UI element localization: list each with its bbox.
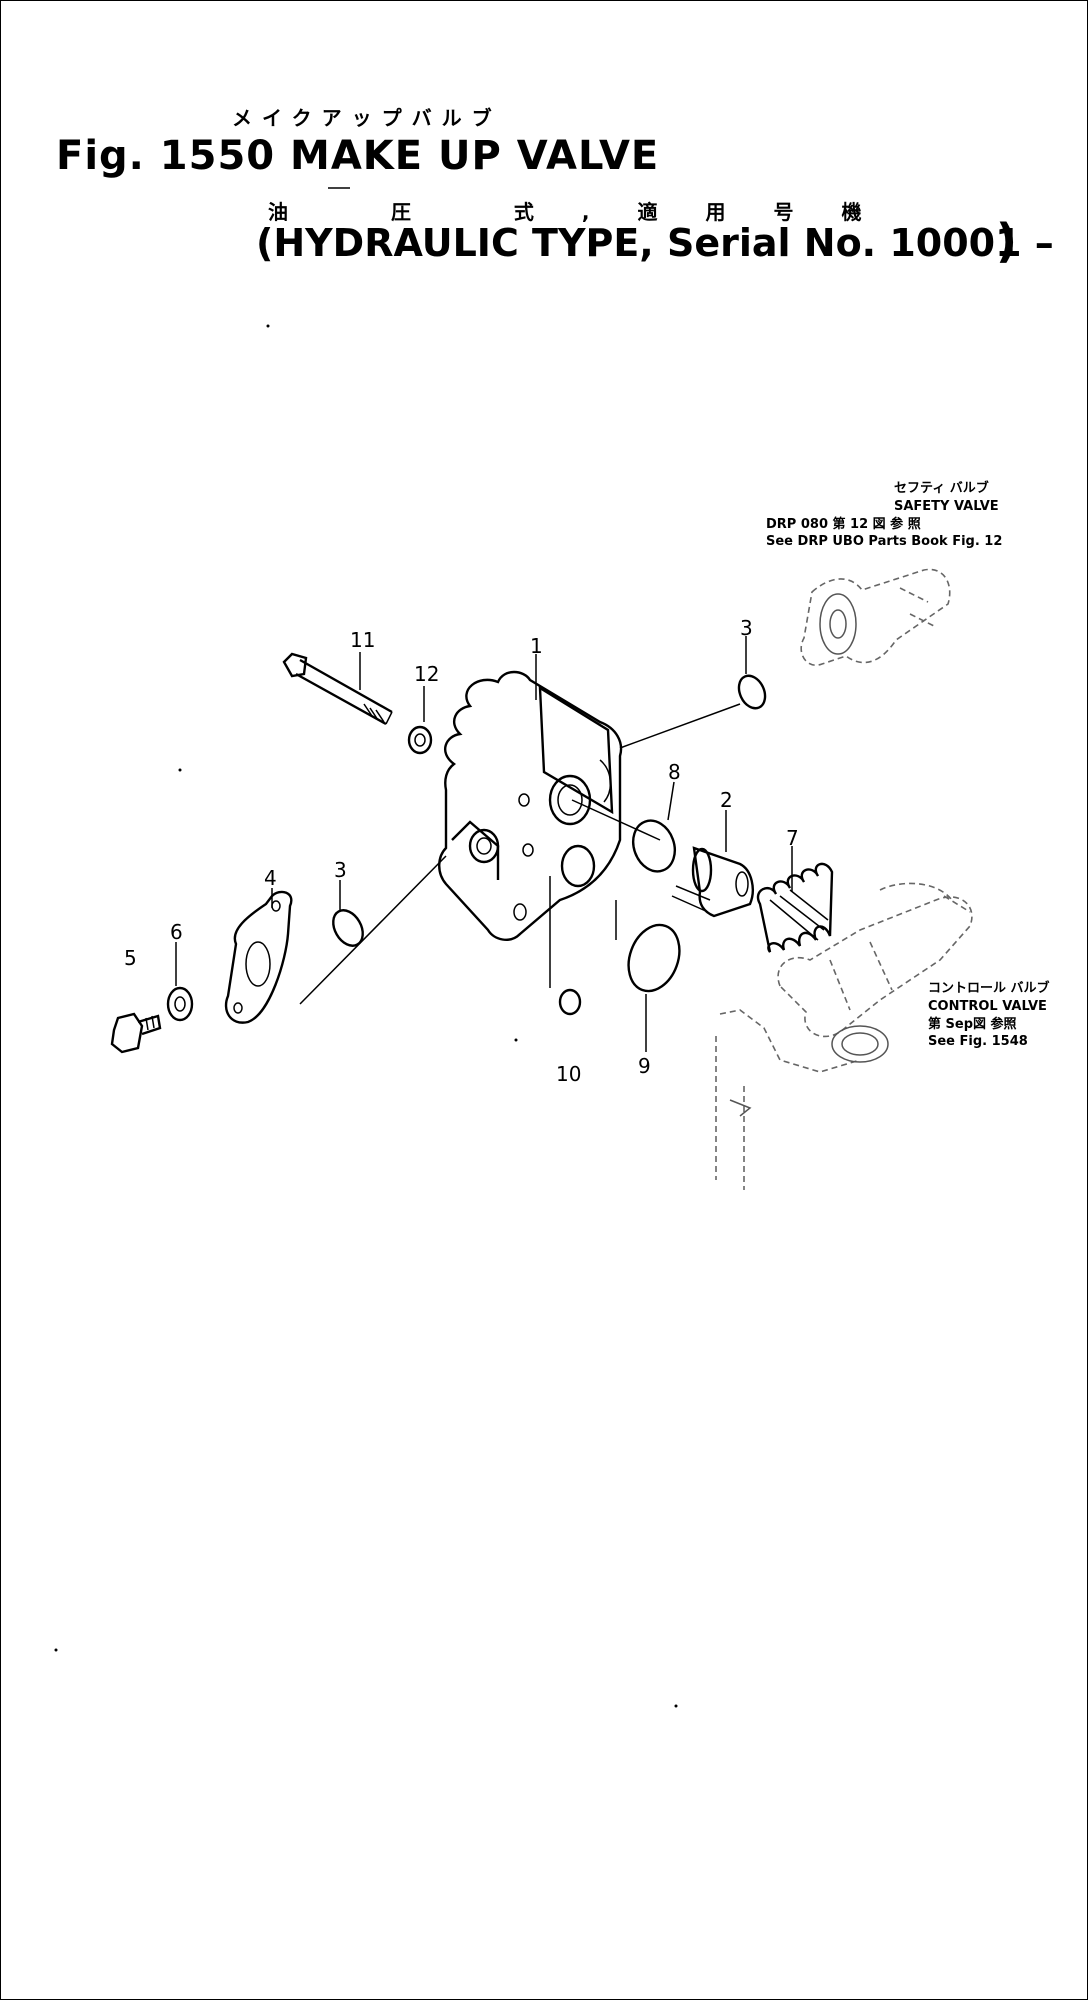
control-valve-ref: See Fig. 1548 (928, 1034, 1028, 1049)
callout-12: 12 (414, 662, 440, 686)
bolt-11 (282, 652, 393, 726)
stray-mark (266, 324, 270, 328)
axis-line-upper (619, 703, 741, 749)
o-ring-10 (558, 988, 582, 1016)
callout-9: 9 (638, 1054, 651, 1078)
valve-body-1 (438, 670, 623, 941)
control-valve-label-jp: コントロール バルブ (928, 981, 1050, 996)
washer-6 (166, 986, 194, 1022)
stray-mark (514, 1038, 518, 1042)
callout-2: 2 (720, 788, 733, 812)
stray-mark (178, 768, 182, 772)
control-valve-ref-jp: 第 Sep図 参照 (928, 1017, 1017, 1032)
figure-title: Fig. 1550 MAKE UP VALVE (56, 133, 660, 179)
stray-mark (54, 1648, 58, 1652)
callout-11: 11 (350, 628, 376, 652)
subtitle-kanji: 油 圧 式,適用号機 (268, 200, 910, 224)
leader-8 (667, 781, 675, 821)
callout-3-right: 3 (740, 616, 753, 640)
safety-valve-label-jp: セフティ バルブ (894, 481, 989, 496)
safety-valve-label: SAFETY VALVE (894, 499, 999, 514)
o-ring-9 (627, 923, 681, 993)
callout-7: 7 (786, 826, 799, 850)
washer-12 (407, 725, 433, 755)
poppet-2 (671, 846, 754, 918)
safety-valve-ghost (800, 568, 951, 666)
control-valve-ghost (715, 882, 973, 1190)
stray-mark (674, 1704, 678, 1708)
callout-10: 10 (556, 1062, 582, 1086)
callout-1: 1 (530, 634, 543, 658)
callout-3-left: 3 (334, 858, 347, 882)
control-valve-label: CONTROL VALVE (928, 999, 1047, 1014)
axis-line-lower (299, 855, 447, 1005)
figure-subtitle: (HYDRAULIC TYPE, Serial No. 10001 – (256, 221, 1054, 265)
safety-valve-ref: See DRP UBO Parts Book Fig. 12 (766, 534, 1003, 549)
o-ring-3-left (332, 909, 364, 947)
callout-5: 5 (124, 946, 137, 970)
title-katakana: メイクアップバルブ (232, 106, 502, 130)
bolt-5 (110, 1012, 162, 1054)
spring-7 (756, 862, 834, 953)
callout-4: 4 (264, 866, 277, 890)
subtitle-close-paren: ) (996, 214, 1018, 268)
callout-8: 8 (668, 760, 681, 784)
o-ring-3-right (737, 674, 767, 710)
safety-valve-ref-jp: DRP 080 第 12 図 参 照 (766, 517, 921, 532)
callout-6: 6 (170, 920, 183, 944)
o-ring-8 (632, 819, 676, 873)
cover-4 (224, 890, 293, 1024)
axis-line-mid (571, 799, 661, 841)
